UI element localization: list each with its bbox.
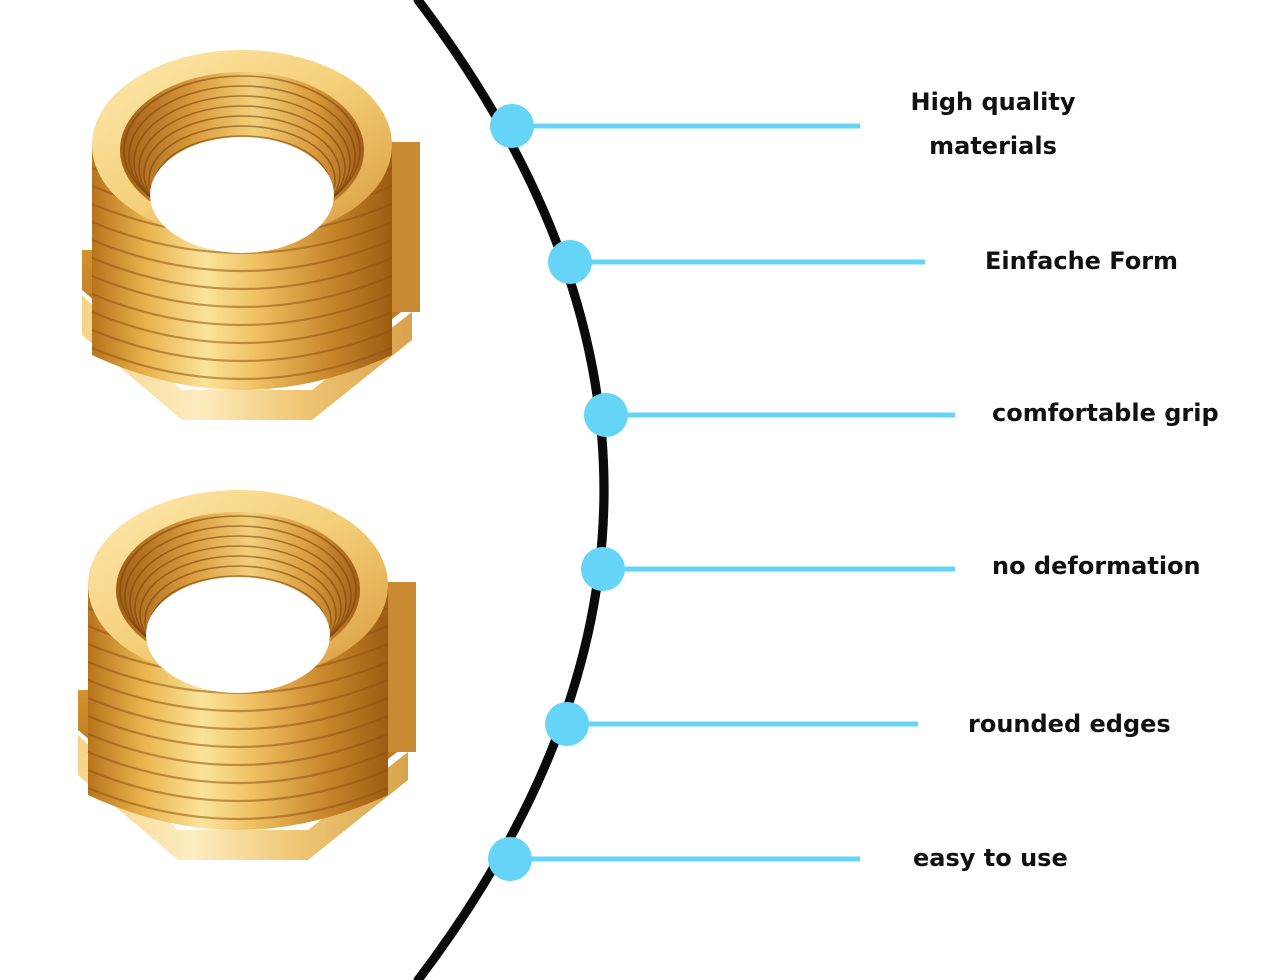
connector-dot xyxy=(488,837,532,881)
external-thread xyxy=(87,696,389,731)
external-thread xyxy=(87,678,389,713)
external-thread xyxy=(91,310,393,345)
feature-label-high-quality-materials: High quality materials xyxy=(900,80,1086,168)
hex-nut-flat xyxy=(390,142,420,312)
external-thread xyxy=(87,750,389,785)
bore-opening xyxy=(150,137,334,253)
connector-dot xyxy=(548,240,592,284)
bore-opening xyxy=(146,577,330,693)
external-thread xyxy=(87,714,389,749)
hex-nut-flat xyxy=(386,582,416,752)
feature-label-rounded-edges: rounded edges xyxy=(968,702,1171,746)
brass-bushing-image xyxy=(78,490,416,860)
feature-label-line: rounded edges xyxy=(968,710,1171,738)
feature-label-einfache-form: Einfache Form xyxy=(985,239,1178,283)
external-thread xyxy=(91,256,393,291)
feature-label-line: materials xyxy=(929,132,1057,160)
connector-dot xyxy=(581,547,625,591)
external-thread xyxy=(87,768,389,803)
connector-dot xyxy=(584,393,628,437)
feature-label-easy-to-use: easy to use xyxy=(913,836,1068,880)
feature-label-no-deformation: no deformation xyxy=(992,544,1201,588)
external-thread xyxy=(91,328,393,363)
feature-label-line: comfortable grip xyxy=(992,399,1219,427)
external-thread xyxy=(87,786,389,821)
external-thread xyxy=(91,238,393,273)
brass-bushing-image xyxy=(82,50,420,420)
feature-connectors xyxy=(488,104,955,881)
feature-label-comfortable-grip: comfortable grip xyxy=(992,391,1219,435)
feature-label-line: High quality xyxy=(910,88,1076,116)
hex-nut-face xyxy=(78,735,408,860)
connector-dot xyxy=(490,104,534,148)
external-thread xyxy=(91,274,393,309)
hex-nut-face xyxy=(82,295,412,420)
feature-label-line: no deformation xyxy=(992,552,1201,580)
feature-label-line: easy to use xyxy=(913,844,1068,872)
feature-label-line: Einfache Form xyxy=(985,247,1179,275)
external-thread xyxy=(87,732,389,767)
external-thread xyxy=(91,292,393,327)
product-images xyxy=(78,50,420,860)
external-thread xyxy=(91,346,393,381)
connector-dot xyxy=(545,702,589,746)
